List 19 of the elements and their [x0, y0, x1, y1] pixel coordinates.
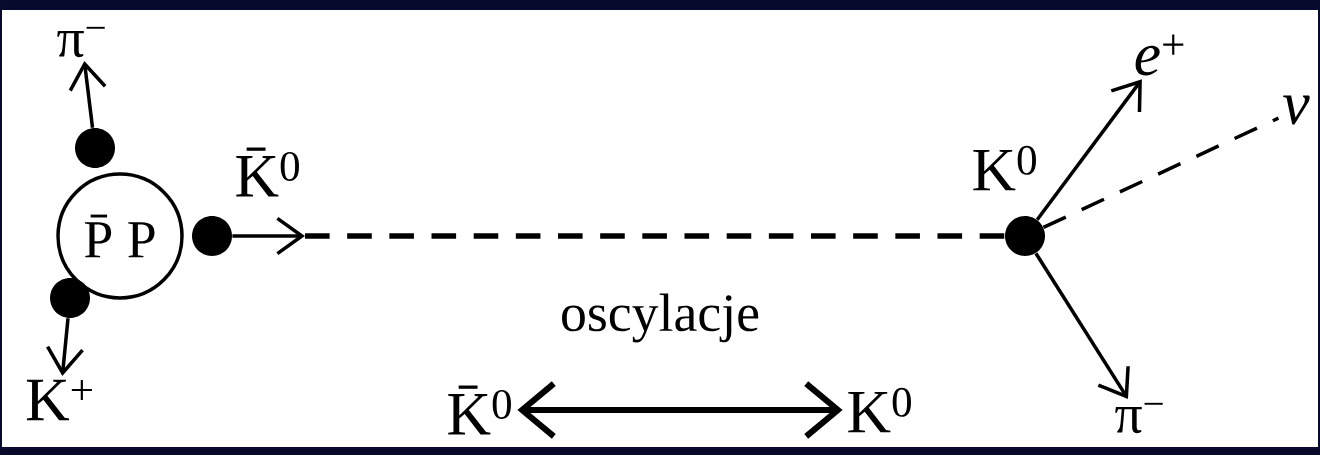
- arrow: [1034, 252, 1130, 399]
- arrow: [1035, 79, 1142, 221]
- particle-label: ν: [1283, 95, 1310, 125]
- text-label: oscylacje: [562, 293, 759, 343]
- vertex-dot: [1005, 216, 1045, 256]
- vertex-dot: [50, 278, 90, 318]
- vertex-dot: [75, 128, 115, 168]
- particle-label: π$^{−}$: [57, 26, 105, 58]
- dashed-line: [1042, 116, 1280, 229]
- vertex-dot: [192, 216, 232, 256]
- particle-label: e$^{+}$: [1135, 34, 1184, 76]
- double-arrow: [517, 381, 843, 439]
- text-label: K̄$^{0}$: [236, 147, 299, 197]
- particle-label: K̄$^{0}$: [448, 385, 511, 435]
- particle-label: K$^{0}$: [848, 387, 911, 433]
- text-label: K$^{0}$: [973, 145, 1036, 191]
- dashed-line: [305, 233, 1005, 239]
- particle-label: K$^{+}$: [26, 379, 92, 421]
- particle-label: π$^{−}$: [1115, 402, 1163, 434]
